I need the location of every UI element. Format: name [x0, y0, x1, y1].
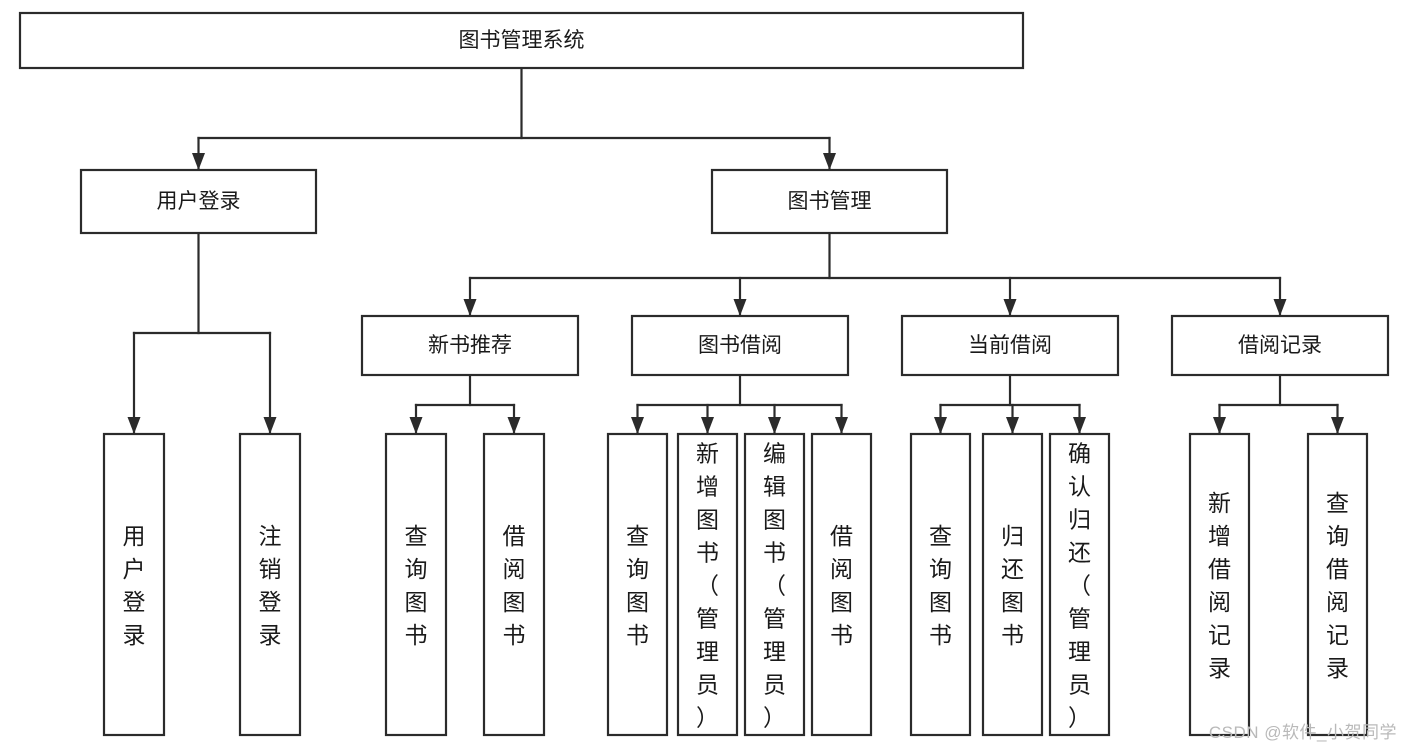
- node-label: 查询图书: [626, 523, 649, 648]
- node-label: 归还图书: [1001, 523, 1024, 648]
- edge-arrowhead: [768, 417, 781, 434]
- node-box: [482, 432, 546, 737]
- edge-arrowhead: [507, 417, 521, 434]
- edge-arrowhead: [192, 153, 205, 170]
- node-label: 新书推荐: [428, 334, 512, 357]
- edge-arrowhead: [263, 417, 277, 434]
- node-leaf-rec-add[interactable]: 新增借阅记录: [1188, 432, 1251, 737]
- edge-arrowhead: [463, 299, 477, 316]
- node-box: [743, 432, 806, 737]
- nodes-layer: 图书管理系统用户登录图书管理新书推荐图书借阅当前借阅借阅记录用户登录注销登录查询…: [18, 11, 1390, 737]
- edges-layer: [127, 66, 1344, 435]
- node-box: [384, 432, 448, 737]
- node-label: 查询图书: [929, 523, 952, 648]
- node-root[interactable]: 图书管理系统: [18, 11, 1025, 70]
- edge-arrowhead: [1273, 299, 1287, 316]
- node-label: 新增图书（管理员）: [696, 441, 719, 731]
- node-box: [981, 432, 1044, 737]
- node-leaf-user-login[interactable]: 用户登录: [102, 432, 166, 737]
- node-box: [710, 168, 949, 235]
- node-label: 查询图书: [405, 523, 428, 648]
- node-leaf-rec-query2[interactable]: 查询借阅记录: [1306, 432, 1369, 737]
- node-label: 查询借阅记录: [1326, 490, 1349, 681]
- node-box: [676, 432, 739, 737]
- node-label: 确认归还（管理员）: [1068, 441, 1091, 731]
- edge-arrowhead: [127, 417, 141, 434]
- node-book-manage[interactable]: 图书管理: [710, 168, 949, 235]
- node-new-book-rec[interactable]: 新书推荐: [360, 314, 580, 377]
- node-label: 图书管理: [788, 190, 872, 213]
- node-leaf-borrow-do[interactable]: 借阅图书: [810, 432, 873, 737]
- node-box: [1048, 432, 1111, 737]
- node-book-borrow[interactable]: 图书借阅: [630, 314, 850, 377]
- node-box: [900, 314, 1120, 377]
- node-label: 借阅图书: [830, 523, 853, 648]
- node-leaf-cur-return[interactable]: 归还图书: [981, 432, 1044, 737]
- node-leaf-cur-query[interactable]: 查询图书: [909, 432, 972, 737]
- node-user-login[interactable]: 用户登录: [79, 168, 318, 235]
- edge-arrowhead: [631, 417, 644, 434]
- node-box: [238, 432, 302, 737]
- edge-arrowhead: [1213, 417, 1226, 434]
- node-label: 借阅记录: [1238, 334, 1322, 357]
- edge-arrowhead: [701, 417, 714, 434]
- node-label: 用户登录: [123, 523, 146, 648]
- node-label: 借阅图书: [503, 523, 526, 648]
- node-box: [1188, 432, 1251, 737]
- node-leaf-cur-confirm[interactable]: 确认归还（管理员）: [1048, 432, 1111, 737]
- edge-arrowhead: [733, 299, 747, 316]
- edge-arrowhead: [1331, 417, 1344, 434]
- node-box: [630, 314, 850, 377]
- edge-arrowhead: [1006, 417, 1019, 434]
- node-box: [909, 432, 972, 737]
- node-label: 当前借阅: [968, 334, 1052, 357]
- node-box: [1170, 314, 1390, 377]
- edge-arrowhead: [823, 153, 836, 170]
- edge-arrowhead: [934, 417, 947, 434]
- edge-arrowhead: [409, 417, 423, 434]
- node-box: [1306, 432, 1369, 737]
- edge-arrowhead: [1003, 299, 1017, 316]
- edge-arrowhead: [1073, 417, 1086, 434]
- node-leaf-borrow-add[interactable]: 新增图书（管理员）: [676, 432, 739, 737]
- node-label: 编辑图书（管理员）: [763, 441, 786, 731]
- node-current-borrow[interactable]: 当前借阅: [900, 314, 1120, 377]
- edge-arrowhead: [835, 417, 848, 434]
- node-leaf-borrow-query[interactable]: 查询图书: [606, 432, 669, 737]
- node-label: 注销登录: [259, 523, 282, 648]
- node-leaf-borrow-edit[interactable]: 编辑图书（管理员）: [743, 432, 806, 737]
- node-box: [79, 168, 318, 235]
- node-box: [810, 432, 873, 737]
- node-box: [18, 11, 1025, 70]
- node-box: [606, 432, 669, 737]
- node-borrow-record[interactable]: 借阅记录: [1170, 314, 1390, 377]
- node-leaf-rec-query[interactable]: 查询图书: [384, 432, 448, 737]
- node-leaf-logout[interactable]: 注销登录: [238, 432, 302, 737]
- node-box: [360, 314, 580, 377]
- node-label: 用户登录: [157, 190, 241, 213]
- node-leaf-rec-borrow[interactable]: 借阅图书: [482, 432, 546, 737]
- node-box: [102, 432, 166, 737]
- node-label: 新增借阅记录: [1208, 490, 1231, 681]
- node-label: 图书借阅: [698, 334, 782, 357]
- node-label: 图书管理系统: [459, 29, 585, 52]
